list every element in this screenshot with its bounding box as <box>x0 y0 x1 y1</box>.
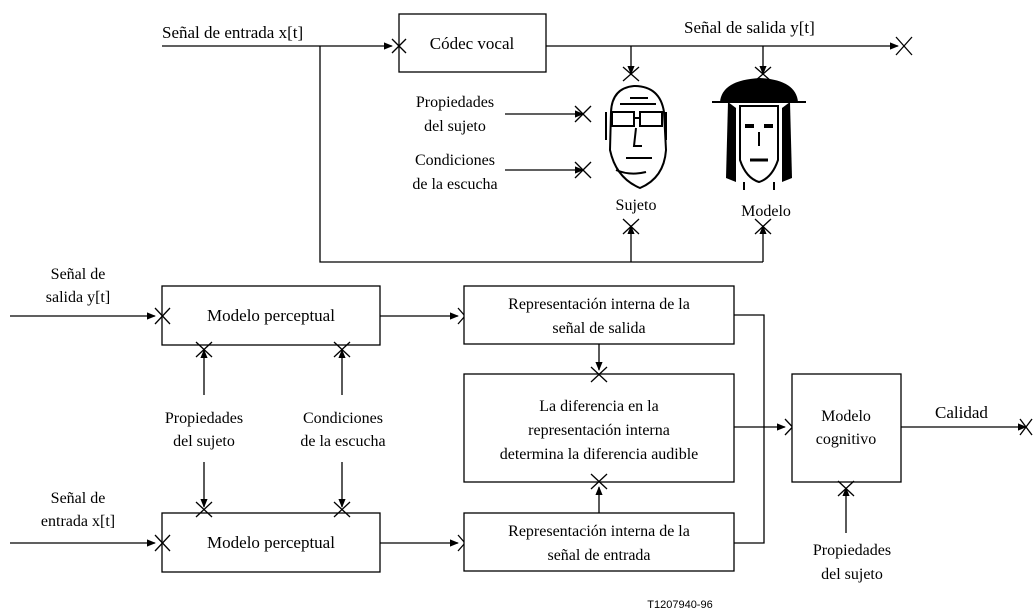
cognitive-props-1: Propiedades <box>813 542 891 559</box>
top-listen-cond-1: Condiciones <box>415 152 495 169</box>
difference-box <box>463 373 735 483</box>
rep-output-2: señal de salida <box>552 320 645 337</box>
bottom-output-in-2: salida y[t] <box>46 289 110 306</box>
codec-label: Códec vocal <box>430 34 515 53</box>
top-listen-cond-2: de la escucha <box>412 176 497 193</box>
model-face-icon <box>712 78 806 190</box>
bottom-listen-cond-2: de la escucha <box>300 433 385 450</box>
rep-input-box <box>463 512 735 572</box>
codec-box <box>398 13 547 73</box>
top-subject-props-2: del sujeto <box>424 118 486 135</box>
cognitive-box <box>791 373 902 483</box>
reps-to-cognitive-line <box>734 314 765 544</box>
bottom-subject-props-2: del sujeto <box>173 433 235 450</box>
model-label: Modelo <box>741 203 791 220</box>
difference-3: determina la diferencia audible <box>500 446 699 463</box>
rep-output-box <box>463 285 735 345</box>
top-output-label: Señal de salida y[t] <box>684 18 815 37</box>
top-subject-props-1: Propiedades <box>416 94 494 111</box>
subject-label: Sujeto <box>616 197 657 214</box>
difference-2: representación interna <box>528 422 670 439</box>
quality-label: Calidad <box>935 403 988 422</box>
cognitive-props-2: del sujeto <box>821 566 883 583</box>
top-feedback-line <box>319 46 763 263</box>
bottom-subject-props-1: Propiedades <box>165 410 243 427</box>
rep-input-1: Representación interna de la <box>508 523 690 540</box>
bottom-section: Señal de salida y[t] Modelo perceptual S… <box>10 266 1033 583</box>
difference-1: La diferencia en la <box>539 398 658 415</box>
subject-face-icon <box>605 84 668 190</box>
top-section: Señal de entrada x[t] Códec vocal Señal … <box>162 13 913 263</box>
perceptual-model-top-label: Modelo perceptual <box>207 306 335 325</box>
perceptual-model-bottom-label: Modelo perceptual <box>207 533 335 552</box>
bottom-listen-cond-1: Condiciones <box>303 410 383 427</box>
cognitive-1: Modelo <box>821 408 871 425</box>
rep-input-2: señal de entrada <box>547 547 650 564</box>
bottom-output-in-1: Señal de <box>51 266 106 283</box>
cognitive-2: cognitivo <box>816 431 876 448</box>
perceptual-model-bottom-box <box>161 512 381 573</box>
rep-output-1: Representación interna de la <box>508 296 690 313</box>
figure-code: T1207940-96 <box>647 599 712 611</box>
top-input-label: Señal de entrada x[t] <box>162 23 303 42</box>
bottom-input-in-2: entrada x[t] <box>41 513 115 530</box>
bottom-input-in-1: Señal de <box>51 490 106 507</box>
